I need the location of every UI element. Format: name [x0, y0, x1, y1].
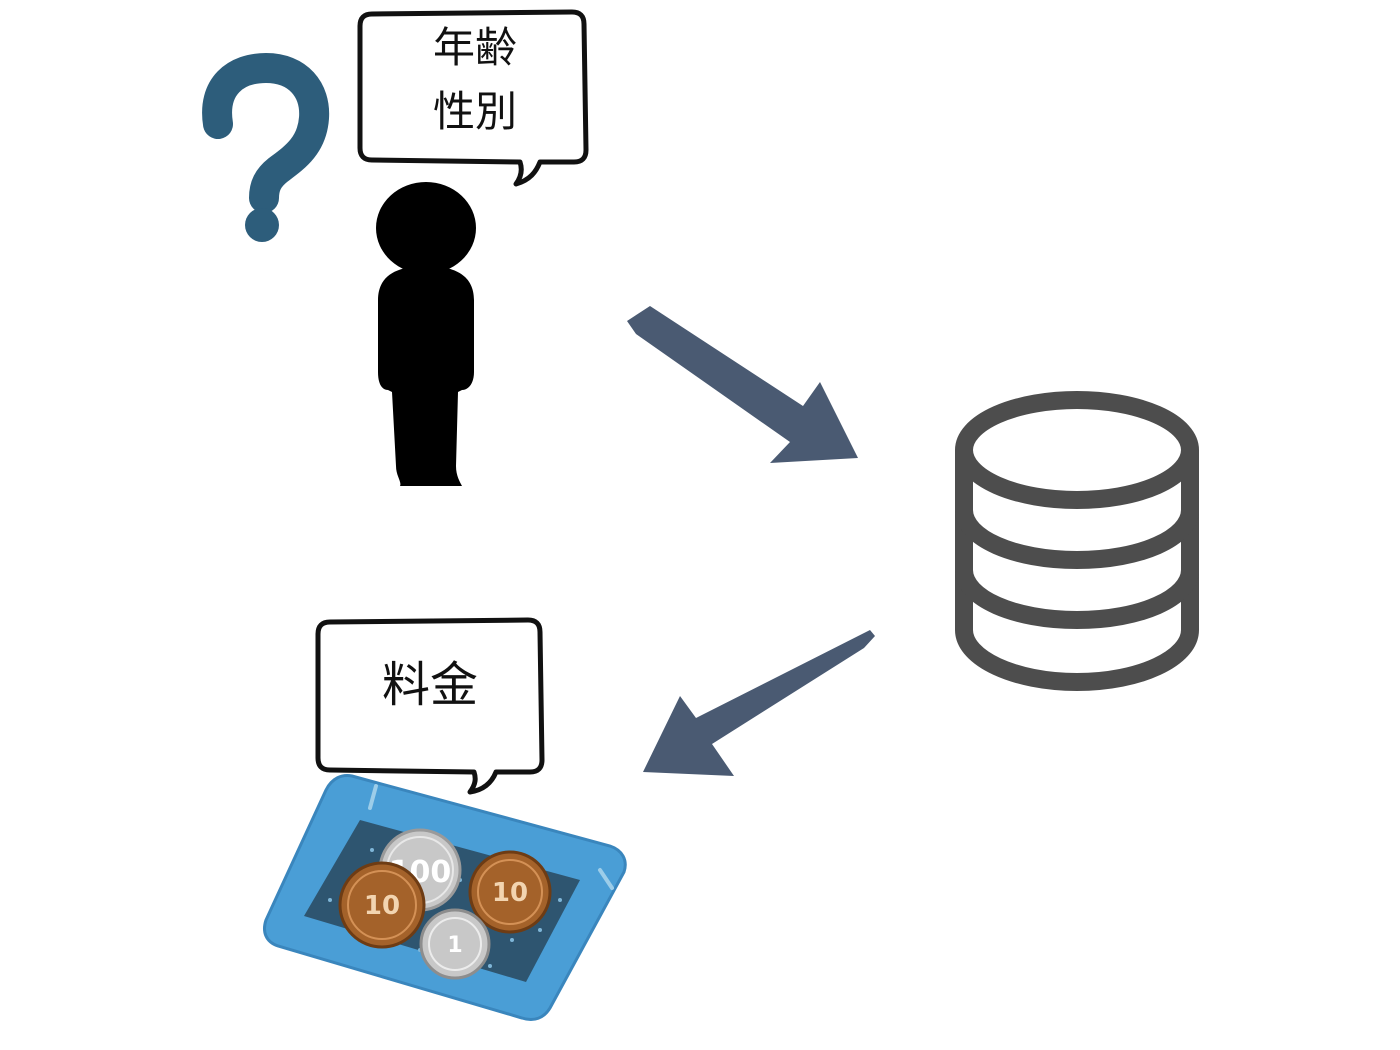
question-mark-icon [202, 52, 330, 242]
bubble-text-fee: 料金 [381, 657, 478, 713]
coin-10-right-label: 10 [492, 878, 528, 908]
coin-10-left: 10 [338, 861, 426, 949]
speech-bubble-fee [315, 617, 545, 795]
database-icon [955, 391, 1199, 692]
coin-1: 1 [419, 908, 491, 980]
speech-bubble-attributes [357, 9, 589, 187]
arrow-to-database [627, 306, 858, 463]
bubble-text-age: 年齢 [432, 23, 517, 72]
coin-10-right: 10 [468, 850, 552, 934]
arrow-to-fee [643, 630, 875, 776]
coin-10-left-label: 10 [364, 891, 400, 921]
coin-1-label: 1 [447, 933, 462, 958]
person-silhouette-icon [376, 182, 476, 486]
bubble-text-gender: 性別 [432, 87, 517, 136]
